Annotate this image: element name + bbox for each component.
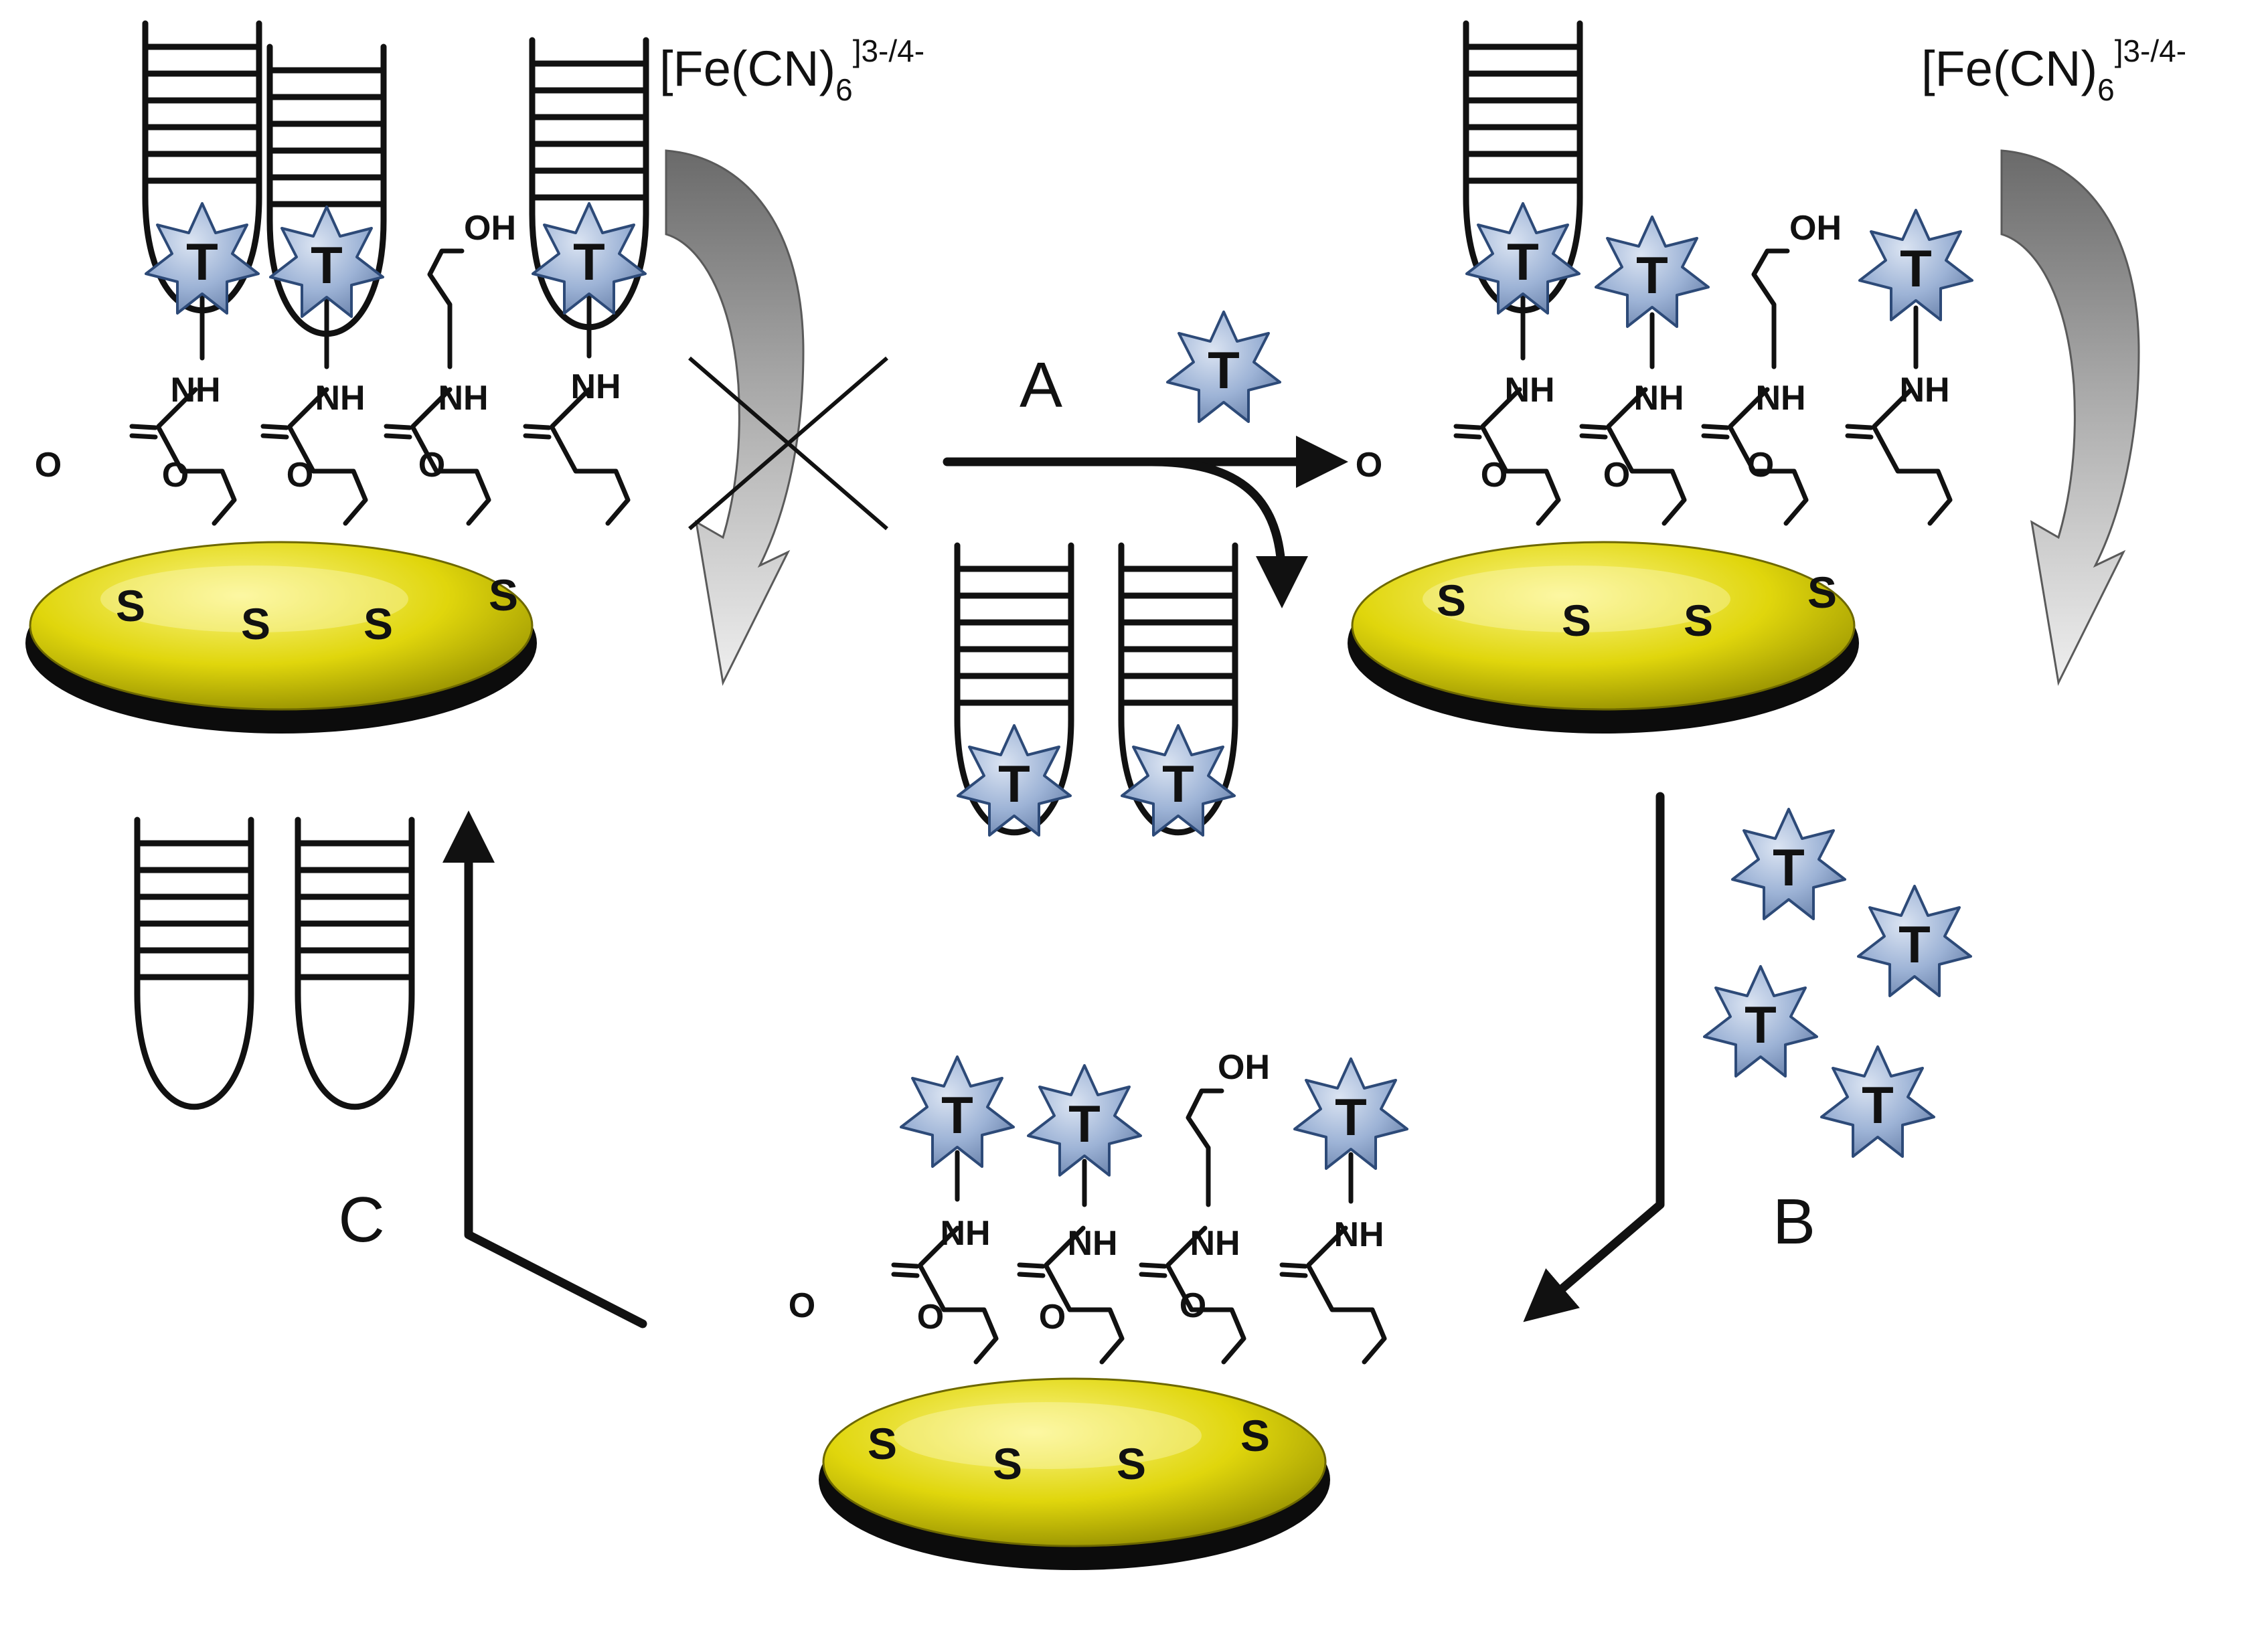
hydroxyl-chain — [427, 248, 465, 369]
redox-probe-label: [Fe(CN)6]3-/4- — [1921, 33, 2186, 107]
amine-label: NH — [315, 379, 365, 418]
amine-label: NH — [1899, 371, 1949, 410]
sulfur-label: S — [1562, 596, 1591, 645]
sulfur-label: S — [1807, 568, 1837, 617]
sulfur-label: S — [1240, 1411, 1270, 1460]
curved-arrow-icon — [2000, 149, 2140, 684]
amine-label: NH — [940, 1214, 990, 1253]
oxygen-label: O — [1481, 456, 1508, 495]
target-label: T — [1898, 915, 1931, 974]
step-b-label: B — [1773, 1186, 1815, 1258]
amine-label: NH — [1333, 1215, 1384, 1254]
amine-label: NH — [1504, 371, 1554, 410]
gold-electrode-1 — [24, 541, 538, 735]
oxygen-label: O — [418, 446, 445, 485]
target-label: T — [1900, 239, 1932, 298]
oxygen-label: O — [287, 456, 313, 495]
step-b: B T T T T — [1523, 792, 1972, 1322]
target-label: T — [311, 236, 343, 294]
target-label: T — [1335, 1088, 1367, 1146]
target-label: T — [1745, 995, 1777, 1054]
step-c-arrow — [442, 810, 647, 1328]
hydroxyl-chain — [1751, 248, 1790, 369]
sulfur-label: S — [489, 570, 518, 620]
target-label: T — [1636, 246, 1668, 305]
step-b-arrow — [1523, 792, 1665, 1322]
aptamer-hairpin-icon — [137, 820, 251, 1107]
oxygen-label: O — [1603, 456, 1630, 495]
oxygen-label: O — [1747, 446, 1774, 485]
target-label: T — [1862, 1076, 1894, 1134]
amine-label: NH — [570, 367, 621, 406]
gold-electrode-2 — [1346, 541, 1860, 735]
oxygen-label: O — [35, 446, 62, 485]
linker — [525, 390, 628, 523]
hydroxyl-label: OH — [1218, 1048, 1270, 1087]
panel-regenerated-state: NH NH NH NH O O O O S S S S OH T T T — [789, 1048, 1408, 1571]
hydroxyl-chain — [1186, 1088, 1224, 1207]
sulfur-label: S — [1117, 1439, 1146, 1488]
step-a-label: A — [1020, 349, 1062, 421]
oxygen-label: O — [1356, 446, 1382, 485]
target-label: T — [573, 232, 605, 291]
oxygen-label: O — [917, 1298, 944, 1337]
panel-bound-state: NH NH NH NH O O O O S S S S OH T T T [Fe… — [24, 23, 924, 735]
target-label: T — [1507, 232, 1539, 291]
oxygen-label: O — [1180, 1286, 1206, 1325]
amine-label: NH — [1190, 1224, 1240, 1263]
target-label: T — [1068, 1094, 1101, 1153]
target-label: T — [1773, 838, 1805, 897]
oxygen-label: O — [1039, 1298, 1066, 1337]
aptamer-hairpin-icon — [298, 820, 412, 1107]
sulfur-label: S — [241, 599, 270, 649]
target-label: T — [998, 754, 1030, 813]
sulfur-label: S — [363, 599, 393, 649]
target-label: T — [1208, 341, 1240, 400]
target-label: T — [186, 232, 218, 291]
amine-label: NH — [170, 371, 220, 410]
panel-target-only-state: NH NH NH NH O O O O S S S S OH T T T [Fe… — [1346, 23, 2186, 735]
amine-label: NH — [1067, 1224, 1117, 1263]
amine-label: NH — [1633, 379, 1684, 418]
step-a: A T T T — [943, 311, 1348, 837]
sulfur-label: S — [116, 581, 145, 630]
curved-arrow-icon — [665, 149, 805, 684]
step-c: C — [137, 810, 647, 1328]
amine-label: NH — [1755, 379, 1805, 418]
oxygen-label: O — [789, 1286, 815, 1325]
hydroxyl-label: OH — [1789, 209, 1842, 248]
gold-electrode-3 — [817, 1377, 1331, 1571]
step-c-label: C — [338, 1184, 384, 1256]
target-label: T — [941, 1086, 973, 1144]
linker — [1848, 390, 1950, 523]
oxygen-label: O — [162, 456, 189, 495]
sulfur-label: S — [868, 1419, 897, 1468]
sulfur-label: S — [993, 1439, 1022, 1488]
hydroxyl-label: OH — [464, 209, 516, 248]
sulfur-label: S — [1684, 596, 1713, 645]
redox-probe-label: [Fe(CN)6]3-/4- — [659, 33, 924, 107]
amine-label: NH — [438, 379, 488, 418]
release-arrow — [1147, 457, 1308, 608]
target-label: T — [1162, 754, 1194, 813]
sulfur-label: S — [1437, 576, 1466, 625]
